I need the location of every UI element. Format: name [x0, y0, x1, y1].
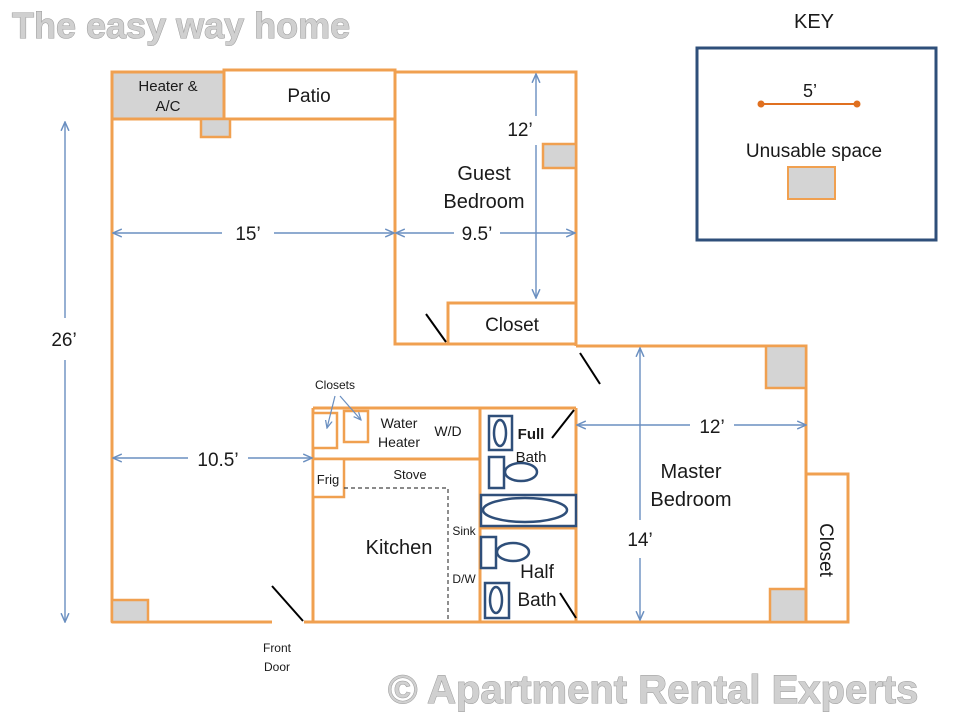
master-closet	[804, 472, 850, 624]
heater-label-line2: A/C	[155, 98, 180, 115]
copyright-watermark: © Apartment Rental Experts	[388, 668, 918, 712]
overall-depth-label: 26’	[51, 330, 76, 351]
kitchen-offset-label: 10.5’	[197, 450, 238, 471]
unusable-spaces	[110, 117, 808, 624]
washer-dryer-label: W/D	[434, 423, 461, 439]
guest-room-walls	[395, 70, 578, 346]
closets-arrow-1	[327, 395, 336, 428]
heater-ac-unit	[110, 70, 226, 121]
master-bedroom-label-1: Master	[660, 461, 721, 483]
guest-depth-label: 12’	[507, 120, 532, 141]
full-bath-door	[551, 409, 575, 439]
water-heater-label-2: Heater	[378, 434, 420, 450]
stove-label: Stove	[393, 467, 426, 482]
fridge	[311, 457, 346, 499]
half-bath-toilet-bowl	[495, 541, 531, 563]
half-bath-toilet-tank	[479, 535, 498, 570]
patio	[222, 68, 397, 121]
guest-bedroom-label-2: Bedroom	[443, 191, 524, 213]
page-title: The easy way home	[12, 5, 350, 46]
full-bath-toilet-tank	[487, 455, 506, 490]
scale-label: 5’	[803, 81, 817, 101]
half-bath-door	[559, 592, 577, 619]
living-width-label: 15’	[235, 224, 260, 245]
master-depth-label: 14’	[627, 530, 652, 551]
master-width-label: 12’	[699, 417, 724, 438]
guest-bedroom-label-1: Guest	[457, 163, 511, 185]
half-bath-label-2: Bath	[517, 590, 556, 611]
unusable-label: Unusable space	[746, 141, 882, 162]
scale-dot-left	[757, 100, 765, 108]
water-heater-label-1: Water	[381, 415, 418, 431]
front-door-label-2: Door	[264, 660, 290, 674]
unusable-swatch	[787, 166, 836, 200]
front-door	[271, 585, 304, 622]
master-bedroom-label-2: Bedroom	[650, 489, 731, 511]
guest-width-label: 9.5’	[462, 224, 493, 245]
bath-fixtures	[479, 414, 578, 620]
full-bath-toilet-bowl	[503, 461, 539, 483]
patio-label: Patio	[287, 86, 330, 107]
dimension-lines	[65, 74, 806, 622]
dishwasher-label: D/W	[452, 572, 476, 586]
guest-left-wall	[393, 72, 448, 346]
guest-door	[425, 313, 447, 343]
sink-label: Sink	[452, 524, 476, 538]
heater-label-line1: Heater &	[138, 78, 197, 95]
legend-key: KEY 5’ Unusable space	[695, 11, 938, 242]
scale-dot-right	[853, 100, 861, 108]
guest-closet	[446, 301, 578, 346]
kitchen-label: Kitchen	[366, 537, 433, 559]
closets-note: Closets	[315, 378, 355, 392]
front-door-label-1: Front	[263, 641, 292, 655]
half-bath-label-1: Half	[520, 562, 555, 583]
small-closet-1	[311, 411, 339, 450]
fridge-label: Frig	[317, 472, 339, 487]
door-swings	[271, 313, 601, 622]
full-bath-label-1: Full	[518, 426, 545, 443]
master-door	[579, 352, 601, 385]
key-title: KEY	[794, 11, 834, 33]
master-closet-label: Closet	[815, 523, 836, 578]
full-bath-label-2: Bath	[516, 449, 547, 466]
guest-closet-label: Closet	[485, 315, 540, 336]
closets-arrow-2	[339, 395, 361, 420]
small-closet-2	[342, 409, 370, 444]
